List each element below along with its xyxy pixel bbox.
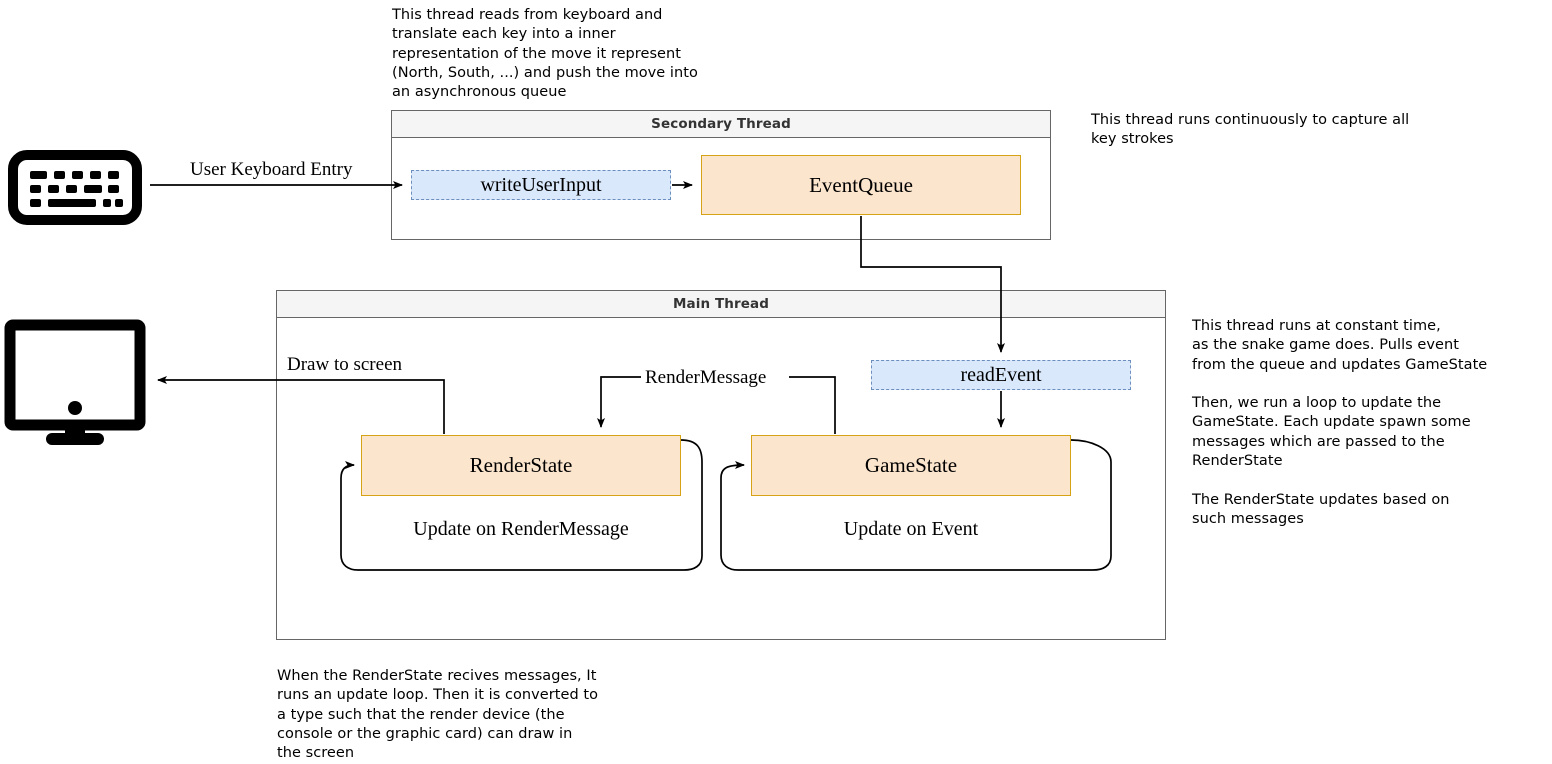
node-game-state-label: GameState [864,453,958,477]
note-main-thread-timing: This thread runs at constant time, as th… [1192,318,1488,373]
node-write-user-input[interactable]: writeUserInput [411,170,671,200]
monitor-icon [4,319,148,448]
lane-secondary-thread-title: Secondary Thread [392,111,1050,138]
note-render-state-updates: The RenderState updates based on such me… [1192,492,1450,528]
node-render-state[interactable]: RenderState [361,435,681,496]
lane-main-thread-title: Main Thread [277,291,1165,318]
edge-event-queue-to-read-event [860,216,1005,353]
note-secondary-thread-description: This thread reads from keyboard and tran… [392,7,698,101]
edge-label-render-message: RenderMessage [641,367,771,389]
edge-label-user-keyboard-entry: User Keyboard Entry [186,159,357,181]
node-read-event-label: readEvent [960,363,1042,386]
edge-label-render-state-loop: Update on RenderMessage [413,518,629,540]
edge-label-draw-to-screen: Draw to screen [283,354,407,376]
note-main-thread-loop: Then, we run a loop to update the GameSt… [1192,395,1471,469]
keyboard-icon [8,150,142,225]
edge-draw-to-screen [157,376,445,434]
edge-render-state-self-loop [340,439,703,571]
edge-label-game-state-loop: Update on Event [843,518,979,540]
node-write-user-input-label: writeUserInput [480,173,602,196]
edge-render-message-right [789,376,836,434]
note-render-state-bottom: When the RenderState recives messages, I… [277,668,599,762]
node-event-queue[interactable]: EventQueue [701,155,1021,215]
note-secondary-thread-side: This thread runs continuously to capture… [1091,112,1410,148]
node-game-state[interactable]: GameState [751,435,1071,496]
node-event-queue-label: EventQueue [809,172,913,197]
node-render-state-label: RenderState [469,453,573,477]
edge-game-state-self-loop [720,439,1112,571]
edge-render-message-left [597,376,647,428]
node-read-event[interactable]: readEvent [871,360,1131,390]
